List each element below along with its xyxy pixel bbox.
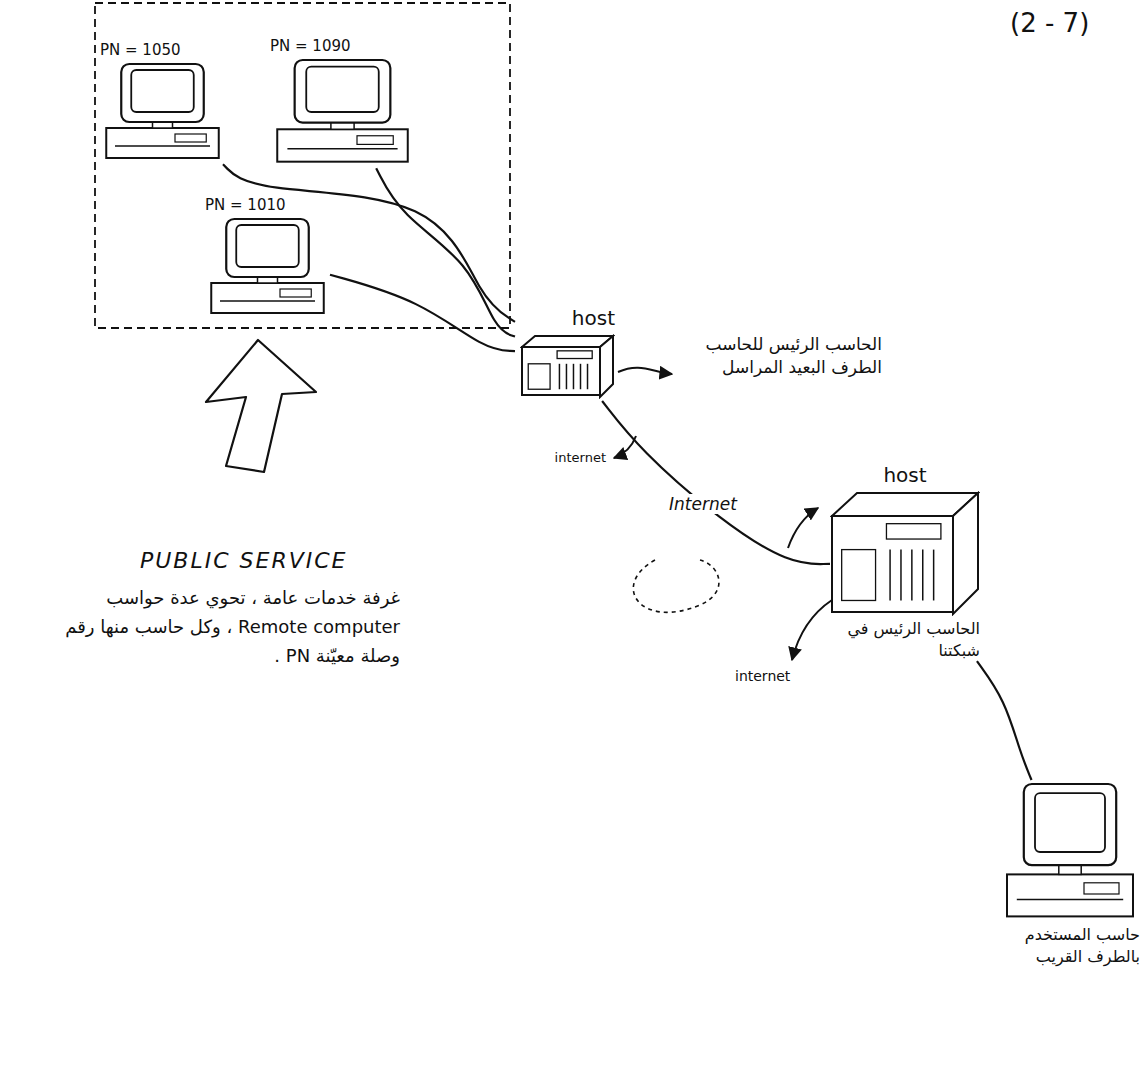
device-label: الحاسب الرئيس في شبكتنا bbox=[830, 618, 980, 661]
device-node: حاسب المستخدم بالطرف القريب bbox=[1000, 780, 1140, 967]
annotation: (2 - 7) bbox=[1010, 8, 1089, 38]
device-node: PN = 1050 bbox=[100, 40, 225, 164]
cable-connector bbox=[330, 275, 515, 351]
annotation: internet bbox=[555, 450, 606, 465]
device-label: حاسب المستخدم بالطرف القريب bbox=[1000, 924, 1140, 967]
drive-slot bbox=[287, 148, 397, 150]
host-slot bbox=[889, 550, 891, 601]
host-icon bbox=[830, 491, 980, 616]
monitor-screen bbox=[131, 70, 194, 112]
computer-drawing bbox=[277, 60, 408, 162]
host-slot bbox=[573, 364, 575, 389]
device-label: PN = 1010 bbox=[205, 195, 286, 215]
base-unit bbox=[277, 130, 408, 162]
host-panel bbox=[557, 351, 592, 359]
monitor-case bbox=[121, 64, 204, 122]
host-side bbox=[600, 336, 613, 397]
service-room-boundary bbox=[95, 3, 510, 328]
drive-bay bbox=[280, 289, 311, 297]
host-slot bbox=[559, 364, 561, 389]
computer-icon bbox=[205, 217, 330, 317]
drive-slot bbox=[220, 301, 315, 303]
host-panel bbox=[886, 524, 940, 539]
drive-slot bbox=[1017, 899, 1123, 901]
cable-connector bbox=[602, 401, 830, 564]
host-drawing bbox=[522, 336, 613, 397]
base-unit bbox=[1007, 874, 1133, 916]
device-label: PN = 1050 bbox=[100, 40, 181, 60]
monitor-screen bbox=[1035, 793, 1105, 852]
computer-drawing bbox=[211, 219, 324, 313]
monitor-screen bbox=[236, 225, 299, 267]
computer-icon bbox=[100, 62, 225, 162]
base-unit bbox=[211, 283, 324, 313]
annotation: PUBLIC SERVICE bbox=[140, 548, 348, 573]
host-slot bbox=[933, 550, 935, 601]
computer-icon bbox=[270, 58, 415, 166]
network-loop bbox=[633, 560, 719, 612]
device-label: host bbox=[883, 462, 926, 489]
computer-drawing bbox=[1007, 784, 1133, 916]
pointer-arrow bbox=[206, 340, 316, 472]
annotation: غرفة خدمات عامة ، تحوي عدة حواسب Remote … bbox=[50, 584, 400, 670]
host-slot bbox=[911, 550, 913, 601]
host-side bbox=[953, 493, 978, 614]
host-top bbox=[522, 336, 613, 347]
monitor-screen bbox=[306, 67, 379, 112]
device-label: الحاسب الرئيس للحاسب الطرف البعيد المراس… bbox=[687, 333, 882, 379]
cable-connector bbox=[977, 661, 1032, 780]
cable-connector bbox=[376, 168, 515, 336]
computer-drawing bbox=[106, 64, 219, 158]
host-slot bbox=[900, 550, 902, 601]
computer-icon bbox=[1000, 782, 1140, 922]
drive-bay bbox=[357, 136, 393, 145]
branch-arrow bbox=[618, 368, 672, 374]
host-slot bbox=[587, 364, 589, 389]
monitor-case bbox=[1024, 784, 1116, 865]
host-drawing bbox=[832, 493, 978, 614]
host-bay bbox=[528, 364, 550, 389]
monitor-case bbox=[226, 219, 309, 277]
host-slot bbox=[922, 550, 924, 601]
host-front bbox=[832, 516, 953, 612]
drive-bay bbox=[1084, 883, 1119, 894]
host-front bbox=[522, 347, 600, 395]
device-node: host الحاسب الرئيس في شبكتنا bbox=[830, 462, 980, 661]
host-slot bbox=[566, 364, 568, 389]
base-unit bbox=[106, 128, 219, 158]
monitor-case bbox=[295, 60, 391, 123]
device-node: hostالحاسب الرئيس للحاسب الطرف البعيد ال… bbox=[515, 305, 615, 401]
branch-arrow bbox=[792, 600, 832, 660]
host-slot bbox=[580, 364, 582, 389]
device-label: host bbox=[572, 305, 615, 332]
device-node: PN = 1010 bbox=[205, 195, 330, 319]
drive-bay bbox=[175, 134, 206, 142]
edge-label: Internet bbox=[665, 494, 741, 514]
host-icon bbox=[520, 334, 615, 399]
drive-slot bbox=[115, 146, 210, 148]
annotation: internet bbox=[735, 668, 790, 684]
device-node: PN = 1090 bbox=[270, 36, 415, 168]
branch-arrow bbox=[788, 508, 818, 548]
host-bay bbox=[842, 550, 876, 601]
device-label: PN = 1090 bbox=[270, 36, 351, 56]
